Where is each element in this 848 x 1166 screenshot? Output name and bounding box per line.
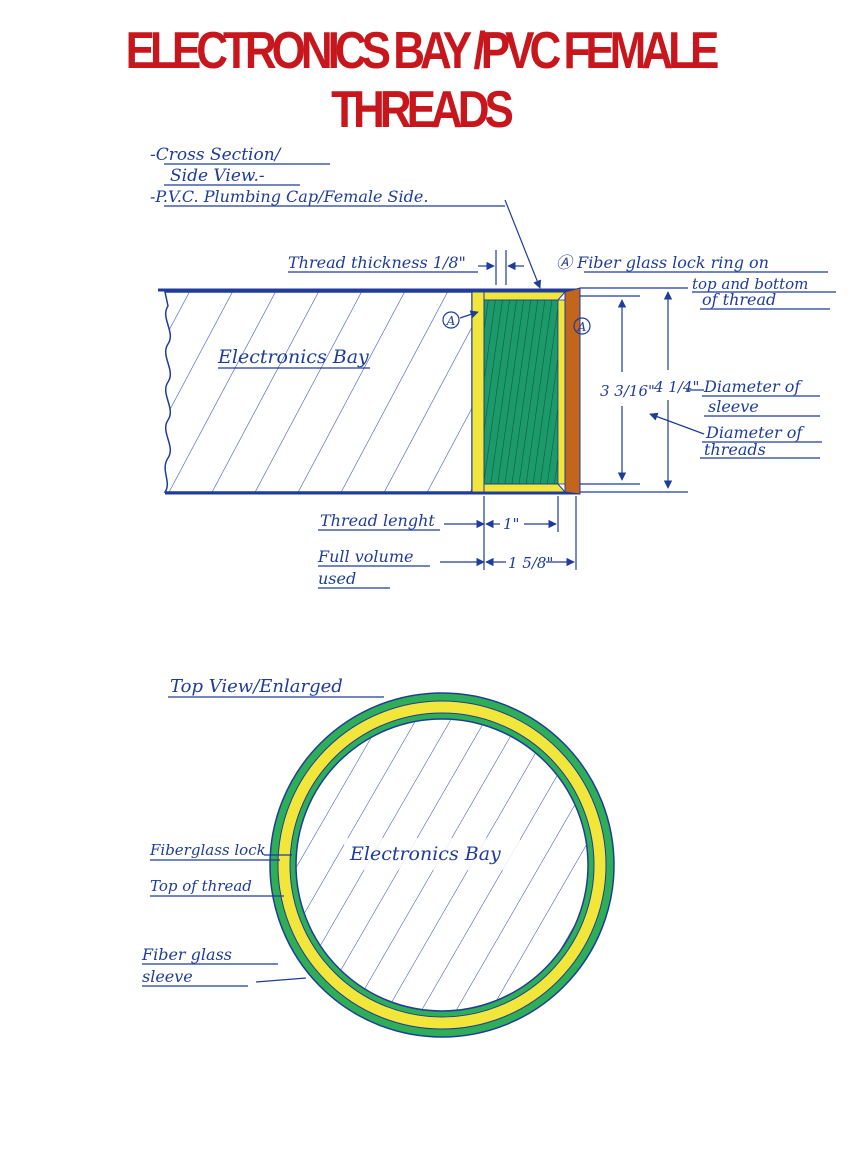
fiberglass-lock-ring-inner — [471, 291, 485, 493]
note-cross-section: -Cross Section/ — [150, 145, 283, 165]
electronics-bay-section — [163, 291, 473, 493]
lock-ring-note-line2: top and bottom — [692, 275, 808, 293]
fiberglass-lock-ring-top — [483, 291, 567, 301]
full-volume-label-line1: Full volume — [317, 547, 413, 566]
thread-length-label: Thread lenght — [320, 511, 435, 530]
label-fiberglass-lock: Fiberglass lock — [149, 841, 266, 859]
full-volume-value: 1 5/8" — [508, 554, 553, 572]
note-side-view: Side View.- — [170, 166, 265, 186]
label-top-of-thread: Top of thread — [150, 877, 252, 895]
page-title: ELECTRONICS BAY /PVC FEMALE THREADS — [125, 22, 720, 139]
label-fiberglass-sleeve-line2: sleeve — [142, 967, 193, 986]
diameter-of-sleeve-line1: Diameter of — [703, 377, 803, 396]
bay-label-top: Electronics Bay — [349, 843, 501, 865]
fiberglass-lock-ring-bottom — [483, 483, 567, 493]
thread-length-value: 1" — [503, 515, 519, 533]
lock-ring-note-line3: of thread — [702, 290, 776, 309]
full-volume-label-line2: used — [318, 569, 356, 588]
top-view: Top View/Enlarged Electronics Bay Fiberg… — [141, 676, 615, 1038]
fiberglass-sleeve-wall — [564, 287, 581, 495]
bay-label-side: Electronics Bay — [217, 346, 369, 368]
thread-thickness-label: Thread thickness 1/8" — [288, 253, 466, 272]
lock-ring-note-line1: Ⓐ Fiber glass lock ring on — [556, 253, 769, 272]
marker-a-right: A — [573, 317, 591, 335]
cross-section-view: A A Electronics Bay -Cross Section/ Side… — [150, 145, 836, 589]
marker-a-left: A — [442, 310, 479, 329]
svg-text:A: A — [446, 314, 456, 328]
dim-thread-diameter: 3 3/16" — [600, 382, 655, 400]
note-pvc-cap: -P.V.C. Plumbing Cap/Female Side. — [150, 187, 428, 206]
top-view-heading: Top View/Enlarged — [170, 676, 343, 697]
diameter-of-threads-line1: Diameter of — [705, 423, 805, 442]
diameter-of-sleeve-line2: sleeve — [708, 397, 759, 416]
dim-sleeve-diameter: 4 1/4" — [653, 378, 699, 396]
label-fiberglass-sleeve-line1: Fiber glass — [141, 945, 232, 964]
diameter-of-threads-line2: threads — [704, 440, 766, 459]
svg-text:A: A — [577, 320, 587, 334]
